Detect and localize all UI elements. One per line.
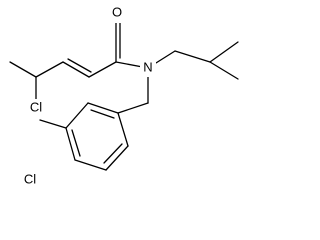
- nitrogen-label: N: [143, 59, 152, 74]
- bond-methyl-chcl: [9, 61, 37, 78]
- bond-ch-carbonyl: [88, 61, 117, 78]
- structure-diagram: O N Cl Cl: [9, 4, 239, 187]
- ring-bond-4: [74, 159, 107, 171]
- ring-bond-5-inner: [103, 143, 123, 164]
- ring-bond-3: [65, 127, 76, 161]
- aryl-chlorine-label: Cl: [24, 171, 36, 186]
- oxygen-label: O: [112, 4, 122, 19]
- ring-bond-6: [117, 112, 129, 147]
- alkyl-chlorine-label: Cl: [30, 99, 42, 114]
- ring-bond-2: [65, 102, 89, 129]
- skeletal-formula: O N Cl Cl: [9, 4, 239, 187]
- bond-chcl-ch: [35, 61, 64, 78]
- bond-ch-ch3b-isobutyl: [209, 61, 239, 80]
- bond-ch2-ch-isobutyl: [174, 50, 211, 63]
- ring-bond-5: [105, 145, 129, 171]
- bond-ch-ch-double-b: [67, 58, 92, 73]
- ring-bond-1: [87, 102, 119, 114]
- bond-ch-ch3a-isobutyl: [209, 41, 239, 63]
- ring-bond-1-inner: [90, 109, 115, 119]
- bond-ring-cl: [39, 119, 67, 129]
- ring-bond-3-inner: [71, 129, 81, 157]
- bond-ch2-ring: [117, 102, 149, 114]
- bond-ch-ch-double-a: [62, 61, 90, 78]
